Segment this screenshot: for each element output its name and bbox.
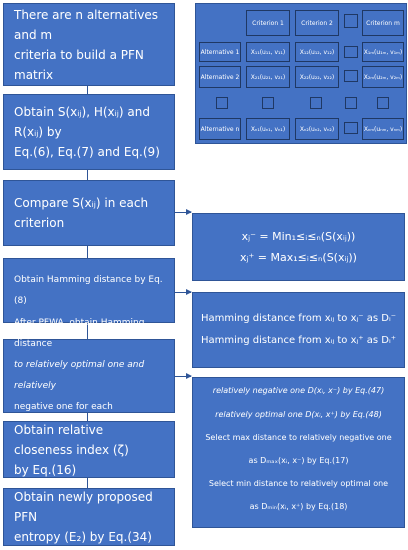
matrix-cell: Xₙₘ(uₙₘ, vₙₘ) [362,118,404,140]
matrix-row-label: Alternative 1 [199,42,241,62]
select-max-text: Select max distance to relatively negati… [205,433,392,442]
matrix-cell: X₂₂(u₂₂, v₂₂) [295,66,339,88]
step-text: Obtain relative closeness index (ζ) [14,422,129,457]
matrix-cell: X₂ₘ(u₂ₘ, v₂ₘ) [362,66,404,88]
step-text: There are n alternatives and m [14,7,159,42]
hamming-positive: Hamming distance from xᵢⱼ to xⱼ⁺ as Dᵢ⁺ [200,335,397,346]
step-entropy: Obtain newly proposed PFN entropy (E₂) b… [3,488,175,546]
step-text: to relatively optimal one and relatively [14,360,145,391]
matrix-cell: Xₙ₂(uₙ₂, vₙ₂) [295,118,339,140]
select-min-eq: as Dₘᵢₙ(xᵢ, x⁺) by Eq.(18) [249,502,348,511]
matrix-header-2: Criterion 2 [295,10,339,36]
minmax-panel: xⱼ⁻ = Min₁≤ᵢ≤ₙ(S(xᵢⱼ)) xⱼ⁺ = Max₁≤ᵢ≤ₙ(S(… [192,213,405,281]
matrix-row-label: Alternative n [199,118,241,140]
pfn-matrix-panel: Criterion 1 Criterion 2 Criterion m Alte… [195,3,407,144]
select-max-eq: as Dₘₐₓ(xᵢ, x⁻) by Eq.(17) [248,456,349,465]
min-formula: xⱼ⁻ = Min₁≤ᵢ≤ₙ(S(xᵢⱼ)) [241,230,356,243]
matrix-row-label: Alternative 2 [199,66,241,88]
step-pfwa-distances: After PFWA, obtain Hamming distance to r… [3,318,175,433]
matrix-cell: X₁₂(u₁₂, v₁₂) [295,42,339,62]
step-compare-scores: Compare S(xᵢⱼ) in each criterion [3,180,175,246]
matrix-header-1: Criterion 1 [246,10,290,36]
step-text: entropy (E₂) by Eq.(34) [14,530,152,544]
step-text: criteria to build a PFN matrix [14,47,144,82]
matrix-ellipsis [344,14,358,28]
optimal-distance: relatively optimal one D(xᵢ, x⁺) by Eq.(… [215,410,382,419]
step-text: Eq.(6), Eq.(7) and Eq.(9) [14,145,160,159]
matrix-cell: Xₙ₁(uₙ₁, vₙ₁) [246,118,290,140]
step-closeness-index: Obtain relative closeness index (ζ) by E… [3,421,175,478]
matrix-ellipsis [216,97,228,109]
step-build-matrix: There are n alternatives and m criteria … [3,3,175,86]
step-hamming-distance: Obtain Hamming distance by Eq.(8) [3,258,175,323]
step-text: by Eq.(16) [14,462,77,477]
step-text: Compare S(xᵢⱼ) in each criterion [14,196,149,230]
connector-line [87,170,88,180]
matrix-cell: X₁ₘ(u₁ₘ, v₁ₘ) [362,42,404,62]
arrow-to-hamming [175,289,192,295]
matrix-ellipsis [344,70,358,82]
matrix-ellipsis [345,97,357,109]
max-formula: xⱼ⁺ = Max₁≤ᵢ≤ₙ(S(xᵢⱼ)) [240,251,357,264]
connector-line [87,413,88,421]
matrix-header-m: Criterion m [362,10,404,36]
hamming-negative: Hamming distance from xᵢⱼ to xⱼ⁻ as Dᵢ⁻ [200,313,397,324]
connector-line [87,246,88,258]
matrix-ellipsis [344,46,358,58]
matrix-ellipsis [344,122,358,134]
matrix-cell: X₂₁(u₂₁, v₂₁) [246,66,290,88]
step-text: Obtain newly proposed PFN [14,490,153,524]
step-obtain-shr: Obtain S(xᵢⱼ), H(xᵢⱼ) and R(xᵢⱼ) by Eq.(… [3,94,175,170]
arrow-to-distances [175,373,192,379]
arrow-to-minmax [175,209,192,215]
matrix-ellipsis [377,97,389,109]
distance-panel: relatively negative one D(xᵢ, x⁻) by Eq.… [192,377,405,528]
step-text: Obtain S(xᵢⱼ), H(xᵢⱼ) and R(xᵢⱼ) by [14,105,150,139]
connector-line [87,478,88,488]
connector-line [87,86,88,94]
select-min-text: Select min distance to relatively optima… [208,479,389,488]
matrix-cell: X₁₁(u₁₁, v₁₁) [246,42,290,62]
matrix-ellipsis [310,97,322,109]
matrix-ellipsis [262,97,274,109]
connector-line [87,323,88,339]
step-text: Obtain Hamming distance by Eq.(8) [14,274,163,306]
hamming-panel: Hamming distance from xᵢⱼ to xⱼ⁻ as Dᵢ⁻ … [192,292,405,368]
negative-distance: relatively negative one D(xᵢ, x⁻) by Eq.… [212,386,385,395]
step-text: After PFWA, obtain Hamming distance [14,318,145,349]
